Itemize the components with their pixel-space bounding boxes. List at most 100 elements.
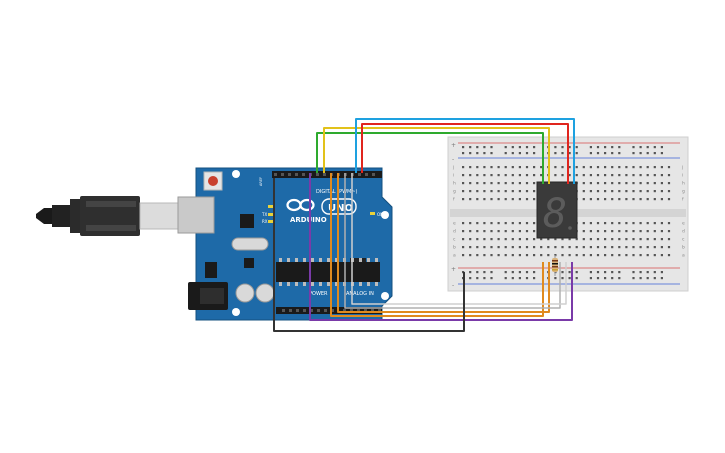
- breadboard-hole[interactable]: [483, 277, 486, 280]
- breadboard-hole[interactable]: [525, 198, 529, 201]
- breadboard-hole[interactable]: [618, 146, 621, 149]
- breadboard-hole[interactable]: [639, 198, 642, 201]
- breadboard-hole[interactable]: [660, 146, 663, 149]
- breadboard-hole[interactable]: [490, 190, 493, 193]
- breadboard-hole[interactable]: [525, 182, 529, 185]
- breadboard-hole[interactable]: [653, 277, 656, 280]
- breadboard-hole[interactable]: [490, 198, 493, 201]
- breadboard-hole[interactable]: [575, 146, 578, 149]
- breadboard-hole[interactable]: [476, 277, 479, 280]
- breadboard-hole[interactable]: [618, 222, 621, 225]
- breadboard-hole[interactable]: [589, 166, 592, 169]
- breadboard-hole[interactable]: [625, 230, 628, 233]
- breadboard-hole[interactable]: [476, 182, 479, 185]
- breadboard-hole[interactable]: [525, 230, 529, 233]
- breadboard-hole[interactable]: [518, 271, 521, 274]
- breadboard-hole[interactable]: [660, 246, 663, 249]
- breadboard-hole[interactable]: [604, 198, 607, 201]
- breadboard-hole[interactable]: [667, 166, 671, 169]
- breadboard-hole[interactable]: [639, 230, 642, 233]
- breadboard-hole[interactable]: [518, 277, 521, 280]
- breadboard-hole[interactable]: [639, 182, 642, 185]
- breadboard-hole[interactable]: [618, 246, 621, 249]
- breadboard-hole[interactable]: [533, 271, 536, 274]
- breadboard-hole[interactable]: [554, 246, 557, 249]
- breadboard-hole[interactable]: [646, 238, 649, 241]
- breadboard-hole[interactable]: [497, 190, 500, 193]
- breadboard-hole[interactable]: [490, 271, 493, 274]
- breadboard-hole[interactable]: [653, 230, 656, 233]
- breadboard-hole[interactable]: [596, 277, 600, 280]
- breadboard-hole[interactable]: [596, 182, 600, 185]
- breadboard-hole[interactable]: [632, 182, 635, 185]
- breadboard-hole[interactable]: [625, 182, 628, 185]
- breadboard-hole[interactable]: [476, 222, 479, 225]
- breadboard-hole[interactable]: [575, 246, 578, 249]
- breadboard-hole[interactable]: [497, 198, 500, 201]
- breadboard-hole[interactable]: [568, 246, 571, 249]
- breadboard-hole[interactable]: [589, 190, 592, 193]
- breadboard-hole[interactable]: [462, 238, 465, 241]
- wire-purple[interactable]: [309, 173, 573, 321]
- breadboard-hole[interactable]: [660, 198, 663, 201]
- breadboard-hole[interactable]: [625, 246, 628, 249]
- breadboard-hole[interactable]: [589, 152, 592, 155]
- breadboard-hole[interactable]: [653, 271, 656, 274]
- breadboard-hole[interactable]: [490, 230, 493, 233]
- breadboard-hole[interactable]: [525, 152, 529, 155]
- breadboard-hole[interactable]: [561, 277, 564, 280]
- breadboard-hole[interactable]: [525, 174, 529, 177]
- breadboard-hole[interactable]: [632, 222, 635, 225]
- breadboard-hole[interactable]: [561, 152, 564, 155]
- wire-blue[interactable]: [355, 118, 575, 184]
- breadboard-hole[interactable]: [667, 182, 671, 185]
- breadboard-hole[interactable]: [632, 198, 635, 201]
- breadboard-hole[interactable]: [660, 152, 663, 155]
- breadboard-hole[interactable]: [660, 174, 663, 177]
- breadboard-hole[interactable]: [660, 254, 663, 257]
- breadboard-hole[interactable]: [582, 198, 585, 201]
- breadboard-hole[interactable]: [490, 222, 493, 225]
- breadboard-hole[interactable]: [611, 182, 614, 185]
- breadboard-hole[interactable]: [660, 182, 663, 185]
- breadboard-hole[interactable]: [533, 230, 536, 233]
- breadboard-hole[interactable]: [596, 166, 600, 169]
- breadboard-hole[interactable]: [653, 152, 656, 155]
- breadboard-hole[interactable]: [667, 246, 671, 249]
- breadboard-hole[interactable]: [511, 254, 514, 257]
- breadboard-hole[interactable]: [604, 174, 607, 177]
- breadboard-hole[interactable]: [632, 246, 635, 249]
- breadboard-hole[interactable]: [646, 246, 649, 249]
- breadboard-hole[interactable]: [611, 198, 614, 201]
- breadboard-hole[interactable]: [618, 190, 621, 193]
- breadboard-hole[interactable]: [575, 277, 578, 280]
- breadboard-hole[interactable]: [490, 146, 493, 149]
- breadboard-hole[interactable]: [540, 166, 543, 169]
- breadboard-hole[interactable]: [667, 174, 671, 177]
- breadboard-hole[interactable]: [533, 182, 536, 185]
- breadboard-hole[interactable]: [646, 198, 649, 201]
- breadboard-hole[interactable]: [611, 277, 614, 280]
- breadboard-hole[interactable]: [568, 254, 571, 257]
- breadboard-hole[interactable]: [490, 238, 493, 241]
- breadboard-hole[interactable]: [611, 271, 614, 274]
- breadboard-hole[interactable]: [504, 152, 507, 155]
- breadboard-hole[interactable]: [469, 277, 472, 280]
- breadboard-hole[interactable]: [589, 182, 592, 185]
- breadboard-hole[interactable]: [596, 152, 600, 155]
- breadboard-hole[interactable]: [625, 174, 628, 177]
- breadboard-hole[interactable]: [596, 254, 600, 257]
- breadboard-hole[interactable]: [547, 246, 550, 249]
- breadboard-hole[interactable]: [469, 222, 472, 225]
- breadboard-hole[interactable]: [518, 222, 521, 225]
- breadboard-hole[interactable]: [625, 198, 628, 201]
- breadboard-hole[interactable]: [568, 277, 571, 280]
- breadboard-hole[interactable]: [540, 174, 543, 177]
- breadboard-hole[interactable]: [632, 152, 635, 155]
- resistor[interactable]: [552, 255, 558, 276]
- breadboard-hole[interactable]: [462, 198, 465, 201]
- breadboard-hole[interactable]: [554, 152, 557, 155]
- breadboard-hole[interactable]: [497, 230, 500, 233]
- breadboard-hole[interactable]: [632, 230, 635, 233]
- breadboard-hole[interactable]: [490, 174, 493, 177]
